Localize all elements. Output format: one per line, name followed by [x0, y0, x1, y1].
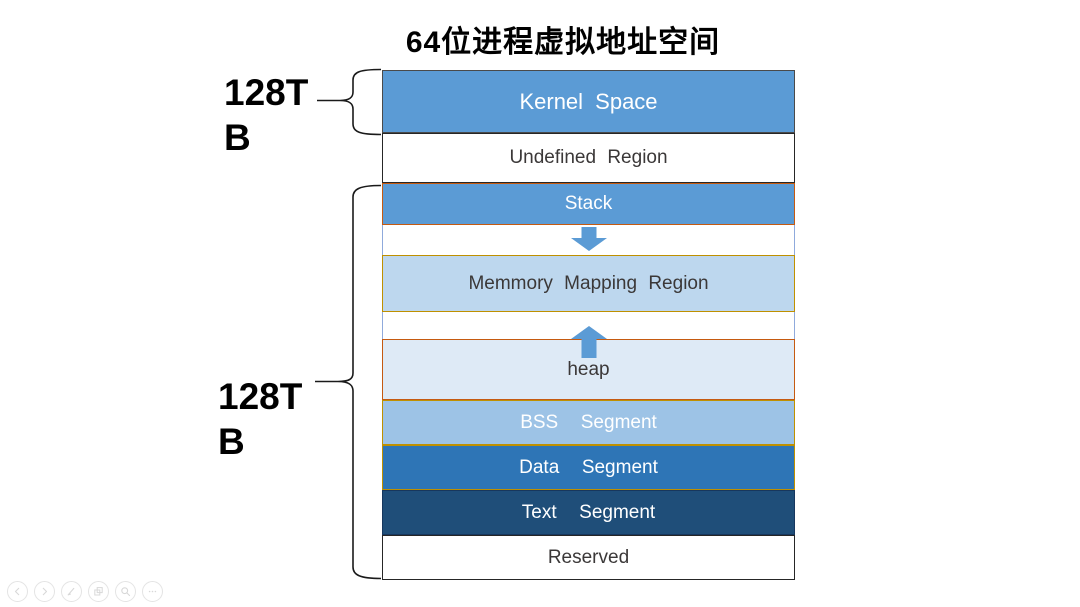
zoom-tool-button[interactable]	[115, 581, 136, 602]
magnifier-icon	[121, 587, 131, 597]
up-arrow-icon	[570, 326, 607, 358]
previous-slide-button[interactable]	[7, 581, 28, 602]
block-kernel-space: Kernel Space	[382, 70, 795, 133]
block-stack: Stack	[382, 183, 795, 225]
pen-icon	[67, 587, 75, 596]
more-options-button[interactable]	[142, 581, 163, 602]
kernel-space-brace	[317, 68, 382, 136]
block-label: heap	[567, 358, 610, 380]
page-title: 64位进程虚拟地址空间	[405, 26, 721, 59]
block-label: Memmory Mapping Region	[468, 272, 709, 294]
block-text-segment: Text Segment	[382, 490, 795, 535]
next-slide-button[interactable]	[34, 581, 55, 602]
block-label: Kernel Space	[519, 88, 658, 114]
player-controls	[7, 581, 163, 602]
user-space-brace	[315, 184, 382, 580]
ellipsis-icon	[148, 590, 157, 593]
block-undefined-region: Undefined Region	[382, 133, 795, 183]
slides-icon	[94, 587, 103, 596]
block-label: Undefined Region	[509, 147, 668, 168]
block-label: BSS Segment	[520, 411, 657, 433]
left-triangle-icon	[14, 587, 20, 596]
block-reserved: Reserved	[382, 535, 795, 580]
block-memory-mapping-region: Memmory Mapping Region	[382, 255, 795, 312]
block-label: Text Segment	[521, 501, 656, 523]
block-data-segment: Data Segment	[382, 445, 795, 490]
slides-panel-button[interactable]	[88, 581, 109, 602]
down-arrow-icon	[570, 227, 607, 251]
pen-tool-button[interactable]	[61, 581, 82, 602]
block-bss-segment: BSS Segment	[382, 400, 795, 445]
right-triangle-icon	[42, 587, 48, 596]
block-label: Data Segment	[519, 456, 658, 478]
block-label: Stack	[564, 193, 613, 214]
user-space-size-label: 128T B	[218, 376, 303, 462]
memory-layout-column: Kernel Space Undefined Region Stack Memm…	[382, 70, 795, 580]
kernel-space-size-label: 128T B	[224, 72, 309, 158]
block-label: Reserved	[547, 546, 630, 568]
